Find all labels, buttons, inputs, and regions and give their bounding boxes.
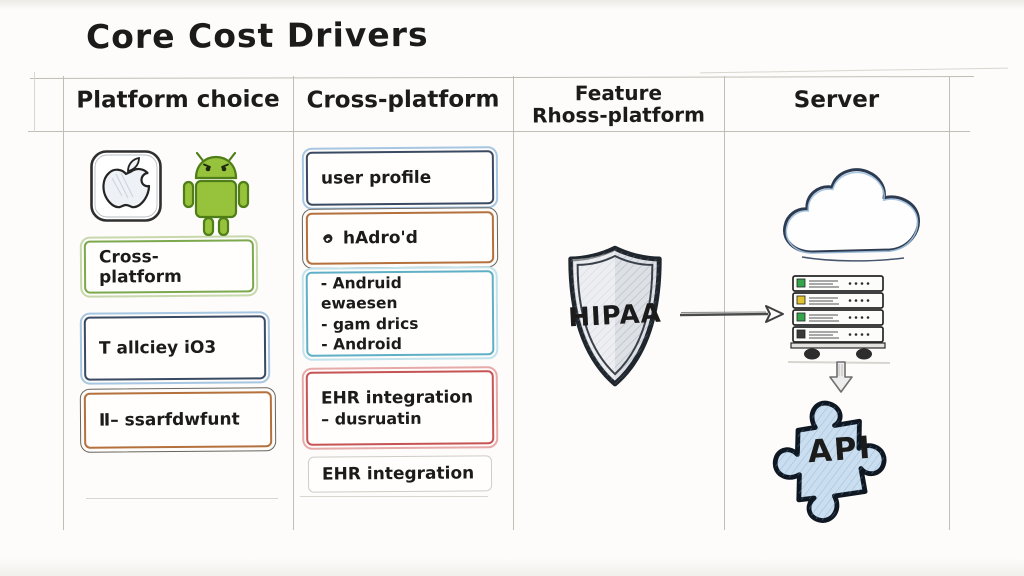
platform-box-ios: T allciey iO3 [79,311,271,385]
cross-box-ehr-integration: EHR integration – dusruatin [301,366,499,450]
grid-vline-3 [724,76,726,530]
page-title: Core Cost Drivers [85,14,429,57]
grid-footer-line-col2 [300,496,488,498]
grid-vline-right [949,76,951,530]
grid-vline-1 [293,76,295,530]
grid-vline-left [63,76,65,530]
arrow-right-icon [679,305,784,323]
server-rack-icon [787,275,891,364]
column-header-platform-choice: Platform choice [76,86,280,114]
grid-top-sketch-line [700,67,1008,74]
column-header-server: Server [793,86,880,114]
grid-header-bottom-line [28,131,970,133]
arrow-down-icon [829,361,853,393]
platform-box-cross-platform: Cross-platform [79,235,259,298]
column-header-cross-platform: Cross-platform [306,86,500,114]
grid-top-line [29,76,975,80]
grid-vline-2 [513,76,515,530]
cloud-icon [783,168,920,262]
cross-box-user-profile: user profile [301,146,499,210]
shield-label: HIPAA [567,298,663,334]
apple-icon [90,150,162,222]
android-icon [182,151,250,237]
bullet-item: - Andruid ewaesen [320,274,402,313]
grid-margin-tick [34,72,36,132]
puzzle-label: API [806,429,874,471]
shield-icon [568,245,662,387]
puzzle-icon [772,400,887,523]
scribble-icon [323,233,333,243]
bullet-item: - Android [321,334,402,354]
column-header-feature: Feature Rhoss-platform [532,80,706,128]
platform-box-storefront: Ⅱ– ssarfdwfunt [79,387,277,453]
grid-footer-line-col1 [86,498,278,500]
cross-box-android: hAdro'd [301,207,499,269]
cross-box-ehr-integration-2: EHR integration [307,455,493,493]
bullet-item: - gam drics [321,314,419,334]
cross-box-bullet-list: - Andruid ewaesen - gam drics - Android [301,266,499,361]
